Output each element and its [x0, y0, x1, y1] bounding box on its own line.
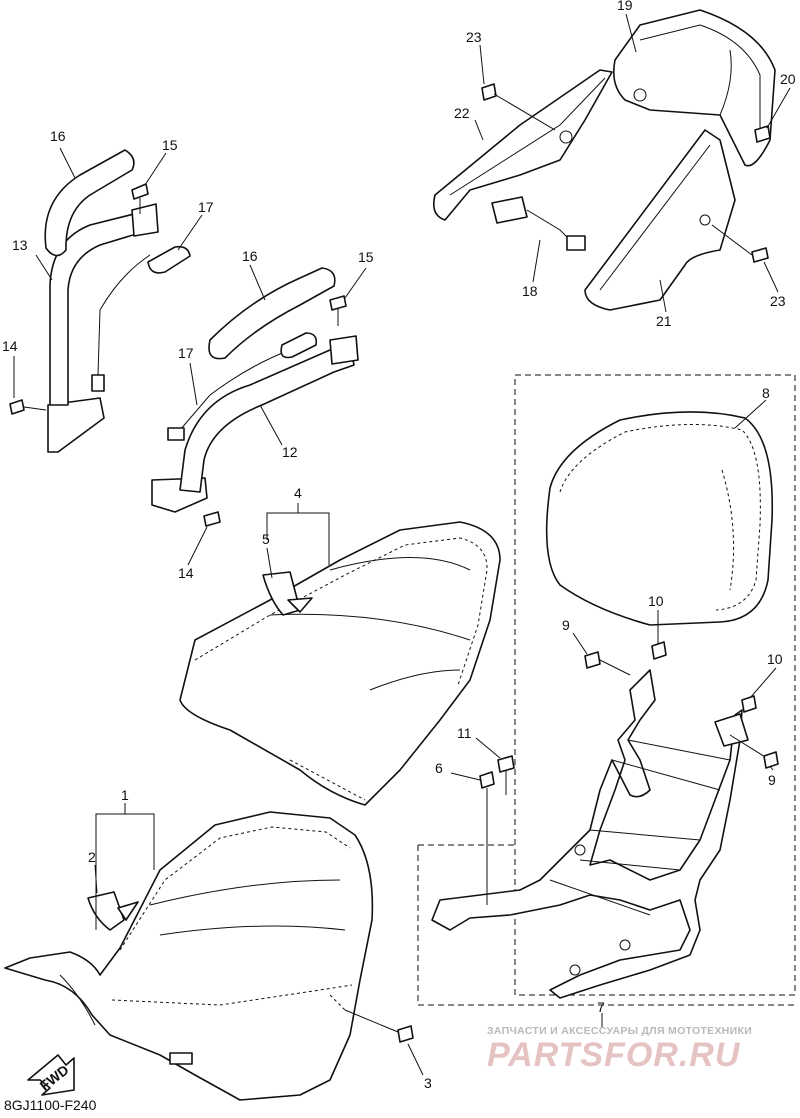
label-17: 17: [178, 345, 194, 361]
side-covers: [432, 9, 776, 311]
bolt-icon: [481, 83, 556, 131]
bolt-icon: [741, 695, 757, 713]
leader-lines: [13, 13, 791, 1076]
label-12: 12: [282, 444, 298, 460]
bolt-icon: [329, 295, 347, 326]
bolt-icon: [711, 224, 769, 263]
label-23: 23: [770, 293, 786, 309]
bolt-icon: [9, 399, 47, 415]
label-19: 19: [617, 0, 633, 13]
label-5: 5: [262, 531, 270, 547]
label-2: 2: [88, 849, 96, 865]
label-7: 7: [597, 999, 605, 1015]
label-10: 10: [767, 651, 783, 667]
label-10: 10: [648, 593, 664, 609]
label-15: 15: [162, 137, 178, 153]
bolt-icon: [651, 641, 667, 660]
watermark-caption: ЗАПЧАСТИ И АКСЕССУАРЫ ДЛЯ МОТОТЕХНИКИ: [487, 1025, 753, 1037]
nut-icon: [479, 771, 495, 905]
label-14: 14: [2, 338, 18, 354]
backrest-assembly-box: [514, 374, 796, 996]
watermark-brand: PARTSFOR.RU: [487, 1036, 741, 1074]
label-22: 22: [454, 105, 470, 121]
part-number-labels: 16 15 17 13 14 16 15 17 12 14 4 5 1 2 3 …: [2, 0, 796, 1091]
label-20: 20: [780, 71, 796, 87]
label-6: 6: [435, 760, 443, 776]
bolt-icon: [203, 511, 221, 527]
rider-seat: [4, 811, 374, 1101]
label-13: 13: [12, 237, 28, 253]
label-17: 17: [198, 199, 214, 215]
bolt-icon: [344, 1009, 414, 1043]
bolt-icon: [763, 751, 779, 769]
label-8: 8: [762, 385, 770, 401]
bolt-icon: [754, 125, 771, 143]
bolt-icon: [497, 755, 515, 795]
label-9: 9: [768, 772, 776, 788]
bolt-icon: [131, 183, 149, 214]
label-18: 18: [522, 283, 538, 299]
label-3: 3: [424, 1075, 432, 1091]
backrest: [545, 411, 774, 626]
label-21: 21: [656, 313, 672, 329]
label-16: 16: [242, 248, 258, 264]
bolt-icon: [584, 651, 631, 676]
grab-bar-left: [9, 149, 191, 453]
label-4: 4: [294, 485, 302, 501]
label-14: 14: [178, 565, 194, 581]
drawing-code: 8GJ1100-F240: [4, 1097, 97, 1113]
grab-bar-right: [151, 267, 359, 527]
passenger-seat: [179, 521, 501, 806]
label-15: 15: [358, 249, 374, 265]
label-1: 1: [121, 787, 129, 803]
label-16: 16: [50, 128, 66, 144]
fwd-arrow-icon: FWD: [27, 1054, 75, 1096]
backrest-frame: [431, 669, 771, 999]
label-23: 23: [466, 29, 482, 45]
label-9: 9: [562, 617, 570, 633]
label-11: 11: [457, 725, 472, 741]
